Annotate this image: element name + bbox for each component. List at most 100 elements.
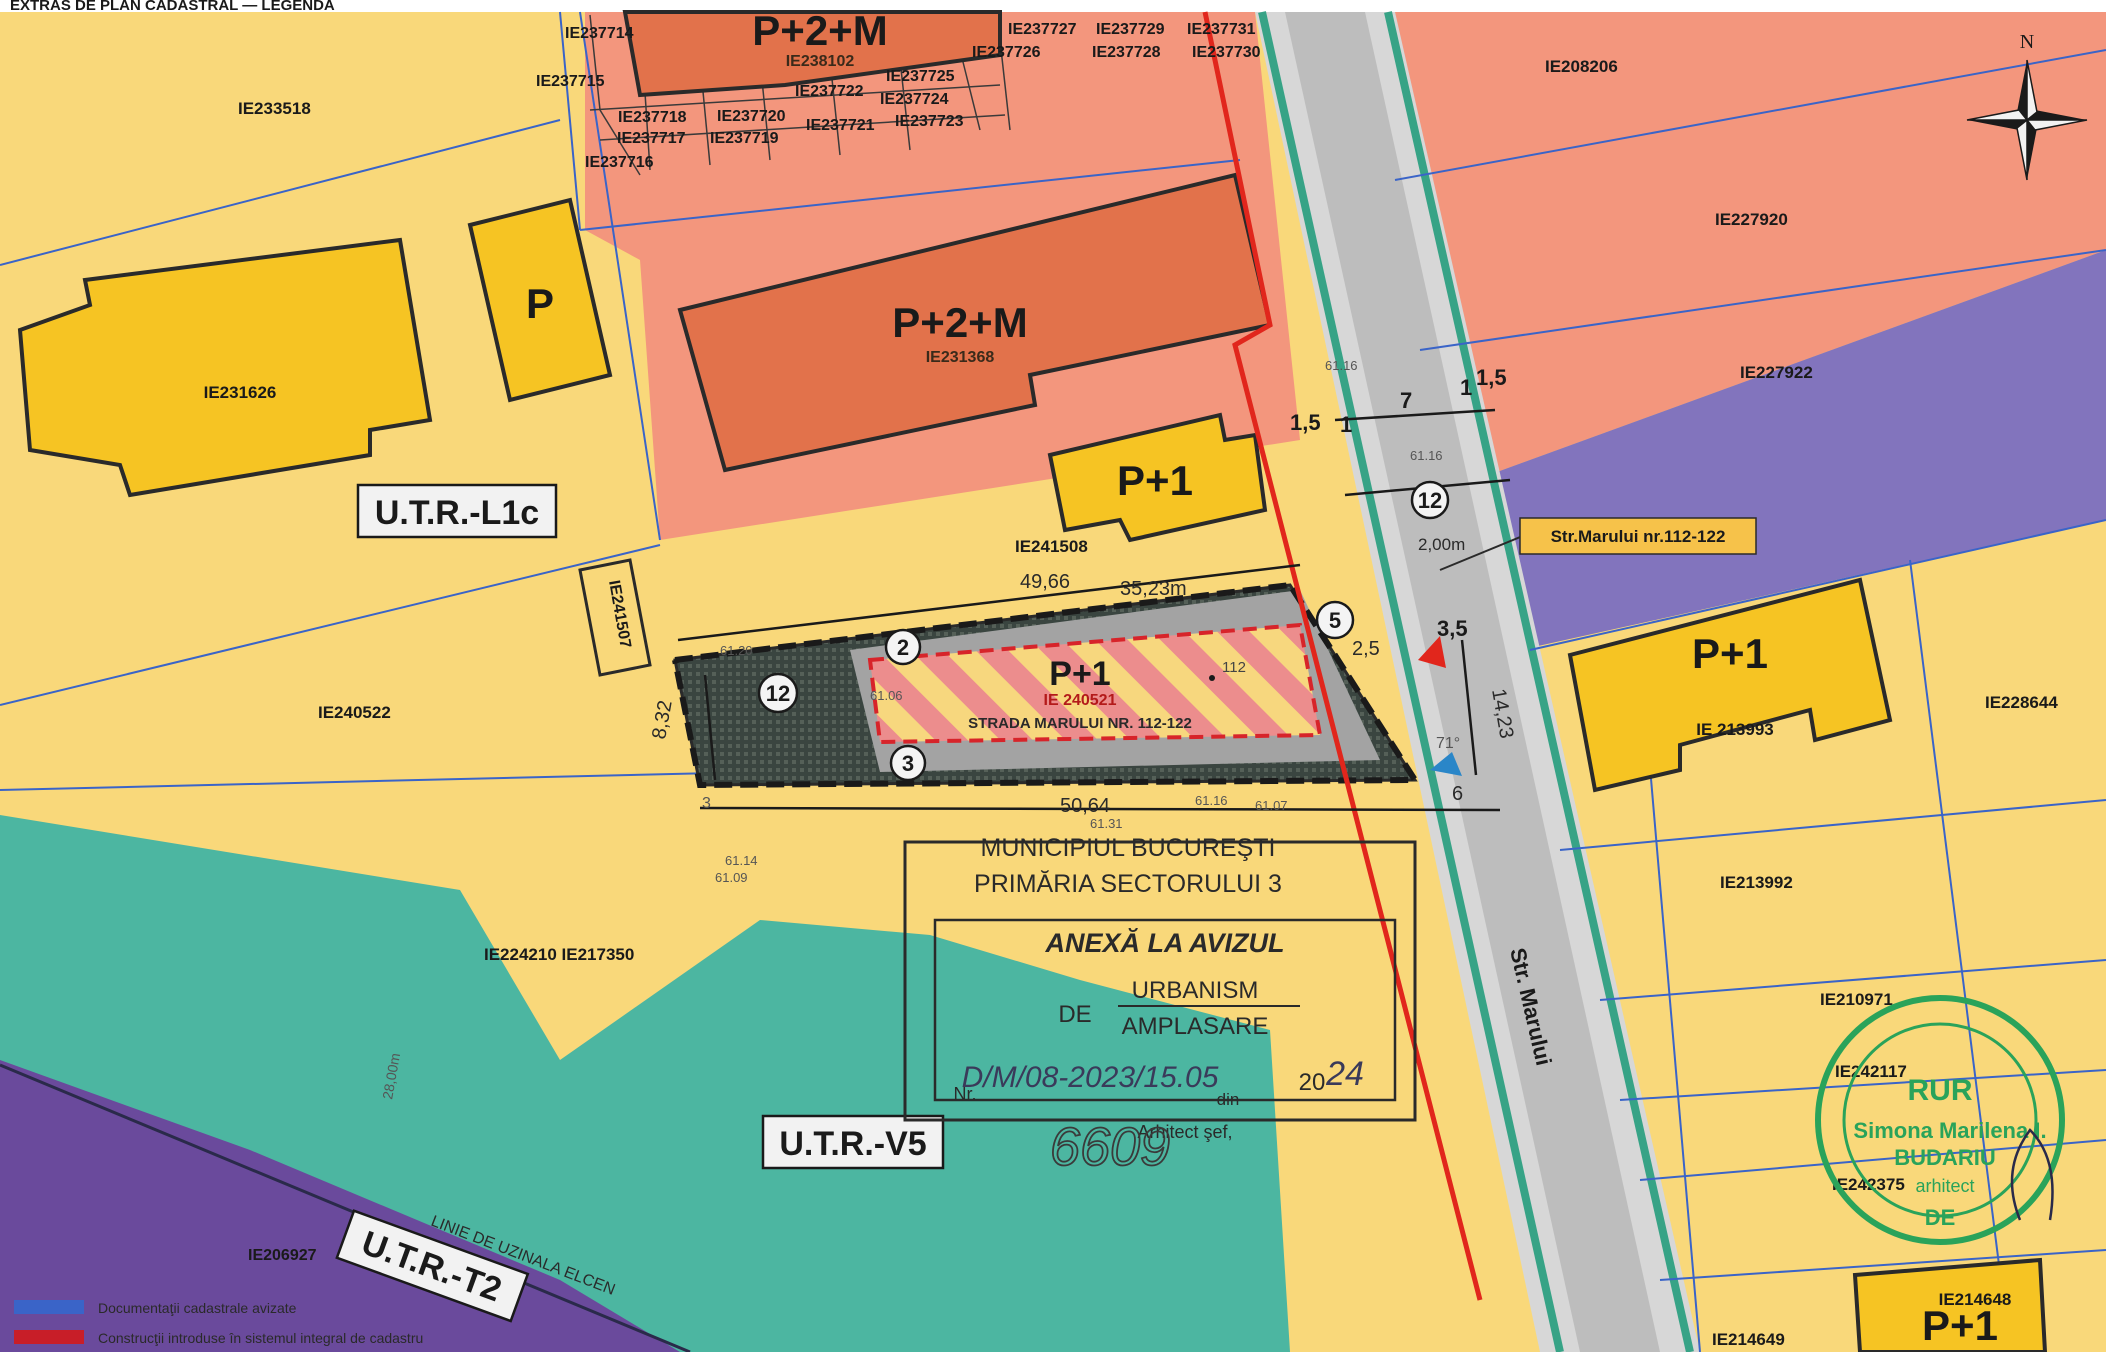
marker-5: 5 [1315,600,1355,640]
zone-label-utr-v5: U.T.R.-V5 [761,1114,945,1170]
svg-text:3: 3 [902,751,914,776]
dim-d4: 1,5 [1476,365,1507,390]
site-point [1209,675,1215,681]
header-band [0,0,2106,12]
stamp-year-suffix: 24 [1325,1055,1364,1093]
dim-d1: 1,5 [1290,410,1321,435]
legend-swatch-1 [14,1330,84,1344]
entry-triangle-blue [1430,752,1462,776]
elevation-2: 61.16 [1410,448,1443,463]
street-edge-east [1384,11,1694,1352]
elevation-5: 61.09 [715,870,748,885]
building-label-b6: P+1 [1922,1302,1998,1349]
rur-role: arhitect [1915,1176,1974,1196]
svg-text:U.T.R.-V5: U.T.R.-V5 [779,1125,926,1163]
building-label-b2: P [526,280,554,327]
svg-text:IE237723: IE237723 [895,113,964,130]
building-sub-b3: IE231368 [926,349,995,366]
svg-text:IE237718: IE237718 [618,109,687,126]
stamp-year-prefix: 20 [1299,1069,1326,1096]
building-sub-b7: IE231626 [204,383,277,402]
svg-text:IE237714: IE237714 [565,25,634,42]
legend-text-1: Construcţii introduse în sistemul integr… [98,1330,423,1346]
callout-leader [1439,534,1526,571]
svg-text:IE237724: IE237724 [880,91,949,108]
building-sub-b6: IE214648 [1939,1290,2012,1309]
approval-stamp: MUNICIPIUL BUCUREŞTI PRIMĂRIA SECTORULUI… [903,834,1417,1178]
stamp-nr-value: D/M/08-2023/15.05 [962,1061,1219,1094]
svg-text:IE237722: IE237722 [795,83,864,100]
svg-text:IE237719: IE237719 [710,130,779,147]
svg-text:IE237729: IE237729 [1096,21,1165,38]
stamp-line1: MUNICIPIUL BUCUREŞTI [981,834,1276,862]
svg-text:IE208206: IE208206 [1545,57,1618,76]
svg-text:IE228644: IE228644 [1985,693,2058,712]
svg-text:IE210971: IE210971 [1820,990,1893,1009]
rur-surname: BUDARIU [1894,1145,1995,1170]
svg-text:IE240522: IE240522 [318,703,391,722]
legend-swatch-0 [14,1300,84,1314]
elevation-1: 61.16 [1325,358,1358,373]
dim-d11: 3,5 [1437,616,1468,641]
svg-text:IE237725: IE237725 [886,68,955,85]
stamp-de: DE [1058,1001,1091,1028]
dim-d3: 1 [1460,375,1472,400]
marker-12-street: 12 [1410,480,1450,520]
svg-text:IE224210 IE217350: IE224210 IE217350 [484,945,634,964]
svg-text:5: 5 [1329,608,1341,633]
svg-text:IE237715: IE237715 [536,73,605,90]
building-p1-center [1047,412,1268,543]
stamp-title: ANEXĂ LA AVIZUL [1045,927,1285,958]
building-label-b4: P+1 [1117,457,1193,504]
svg-text:U.T.R.-L1c: U.T.R.-L1c [375,494,539,532]
svg-text:IE237721: IE237721 [806,117,875,134]
building-label-b3: P+2+M [892,299,1027,346]
building-p1-ie213993 [1567,577,1893,793]
elevation-8: 61.07 [1255,798,1288,813]
elevation-6: 61.31 [1090,816,1123,831]
dimension-lines [677,408,1511,812]
site-number: 112 [1222,659,1246,676]
dim-d15: 28,00m [379,1052,403,1101]
stamp-arhitect: Arhitect şef, [1137,1122,1232,1142]
elevation-9: 61.06 [870,688,903,703]
svg-text:IE237716: IE237716 [585,154,654,171]
small-parcels-grid [589,14,1011,176]
svg-text:IE242117: IE242117 [1835,1062,1907,1081]
header-title: EXTRAS DE PLAN CADASTRAL — LEGENDA [10,0,335,14]
building-sub-b5: IE 213993 [1696,720,1774,739]
svg-text:IE237726: IE237726 [972,44,1041,61]
svg-text:IE237730: IE237730 [1192,44,1261,61]
parcel-ie241507 [578,558,652,677]
north-label: N [2020,31,2034,53]
svg-text:IE241508: IE241508 [1015,537,1088,556]
site-building-label: P+1 [1049,655,1110,693]
building-label-b1: P+2+M [752,7,887,54]
svg-text:IE214649: IE214649 [1712,1330,1785,1349]
svg-text:IE237727: IE237727 [1008,21,1077,38]
stamp-type2: AMPLASARE [1122,1013,1269,1040]
dim-d14: 6 [1452,783,1463,805]
svg-text:IE237728: IE237728 [1092,44,1161,61]
street-carriageway [1285,12,1660,1352]
rur-name: Simona Marilena I. [1853,1118,2046,1143]
svg-text:2: 2 [897,635,909,660]
dim-d10: 2,00m [1418,535,1465,554]
site-building-footprint [867,622,1323,745]
dim-d2: 7 [1400,388,1412,413]
elevation-3: 61.20 [720,643,753,658]
building-p2m-top [622,10,1002,98]
dim-d5: 1 [1340,412,1352,437]
dim-d16: 71° [1436,735,1460,752]
rur-bottom: DE [1925,1205,1956,1230]
callout-box [1519,517,1757,555]
entry-triangle-red [1418,636,1446,668]
marker-3: 3 [889,744,927,782]
stamp-din: din [1217,1090,1240,1109]
building-p [467,197,613,403]
elevation-4: 61.14 [725,853,758,868]
site-street-label: STRADA MARULUI NR. 112-122 [968,715,1192,732]
mixed-zone-ne [1395,12,2106,480]
dim-d6: 49,66 [1020,571,1070,593]
